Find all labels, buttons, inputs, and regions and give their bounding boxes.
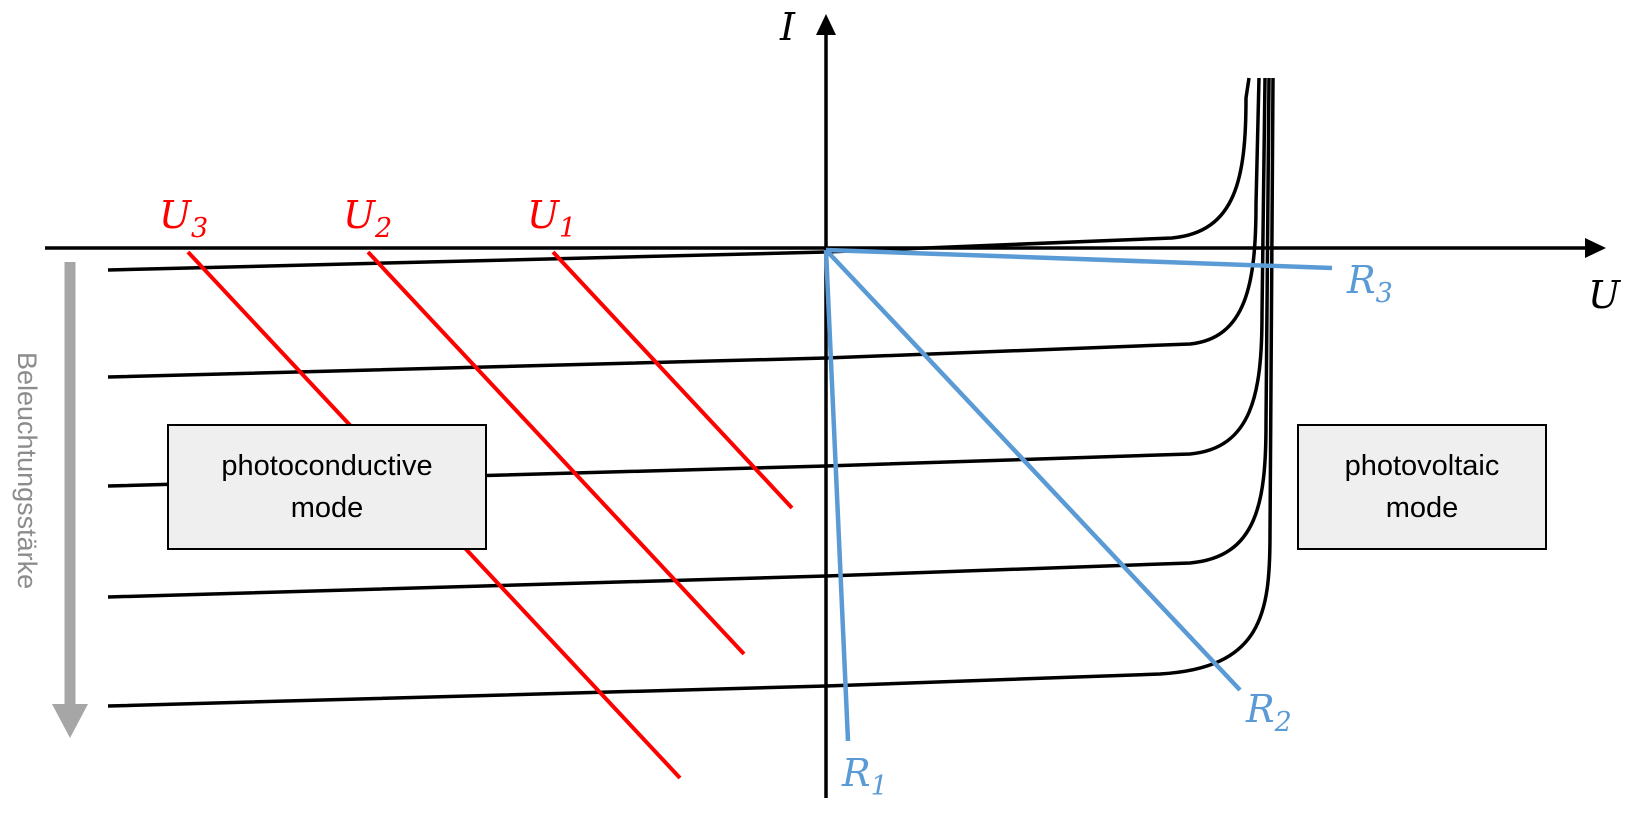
load-line-r1 bbox=[823, 249, 851, 742]
label-r1: R1 bbox=[841, 751, 888, 802]
label-u2: U2 bbox=[343, 193, 392, 244]
photoconductive-mode-box: photoconductive mode bbox=[167, 424, 487, 550]
x-axis-arrowhead bbox=[1585, 238, 1606, 258]
load-line-r3 bbox=[825, 247, 1333, 271]
illumination-label: Beleuchtungsstärke bbox=[12, 352, 42, 589]
load-line-r2 bbox=[824, 248, 1242, 692]
load-lines bbox=[823, 247, 1333, 742]
x-axis-label: U bbox=[1588, 273, 1622, 317]
iv-curve-3 bbox=[107, 77, 1267, 488]
label-r3: R3 bbox=[1346, 258, 1393, 309]
y-axis-label: I bbox=[779, 5, 796, 49]
iv-curve-5 bbox=[107, 77, 1275, 708]
iv-curves bbox=[107, 77, 1275, 708]
voltage-line-u2 bbox=[366, 250, 746, 656]
iv-curve-2 bbox=[107, 77, 1261, 379]
voltage-line-u1 bbox=[551, 250, 794, 510]
label-u1: U1 bbox=[527, 193, 576, 244]
label-u3: U3 bbox=[159, 193, 208, 244]
iv-curve-1 bbox=[107, 77, 1251, 272]
iv-curve-4 bbox=[107, 77, 1271, 599]
illumination-arrowhead bbox=[52, 704, 88, 738]
photovoltaic-mode-box: photovoltaic mode bbox=[1297, 424, 1547, 550]
y-axis-arrowhead bbox=[816, 14, 836, 35]
label-r2: R2 bbox=[1245, 687, 1292, 738]
